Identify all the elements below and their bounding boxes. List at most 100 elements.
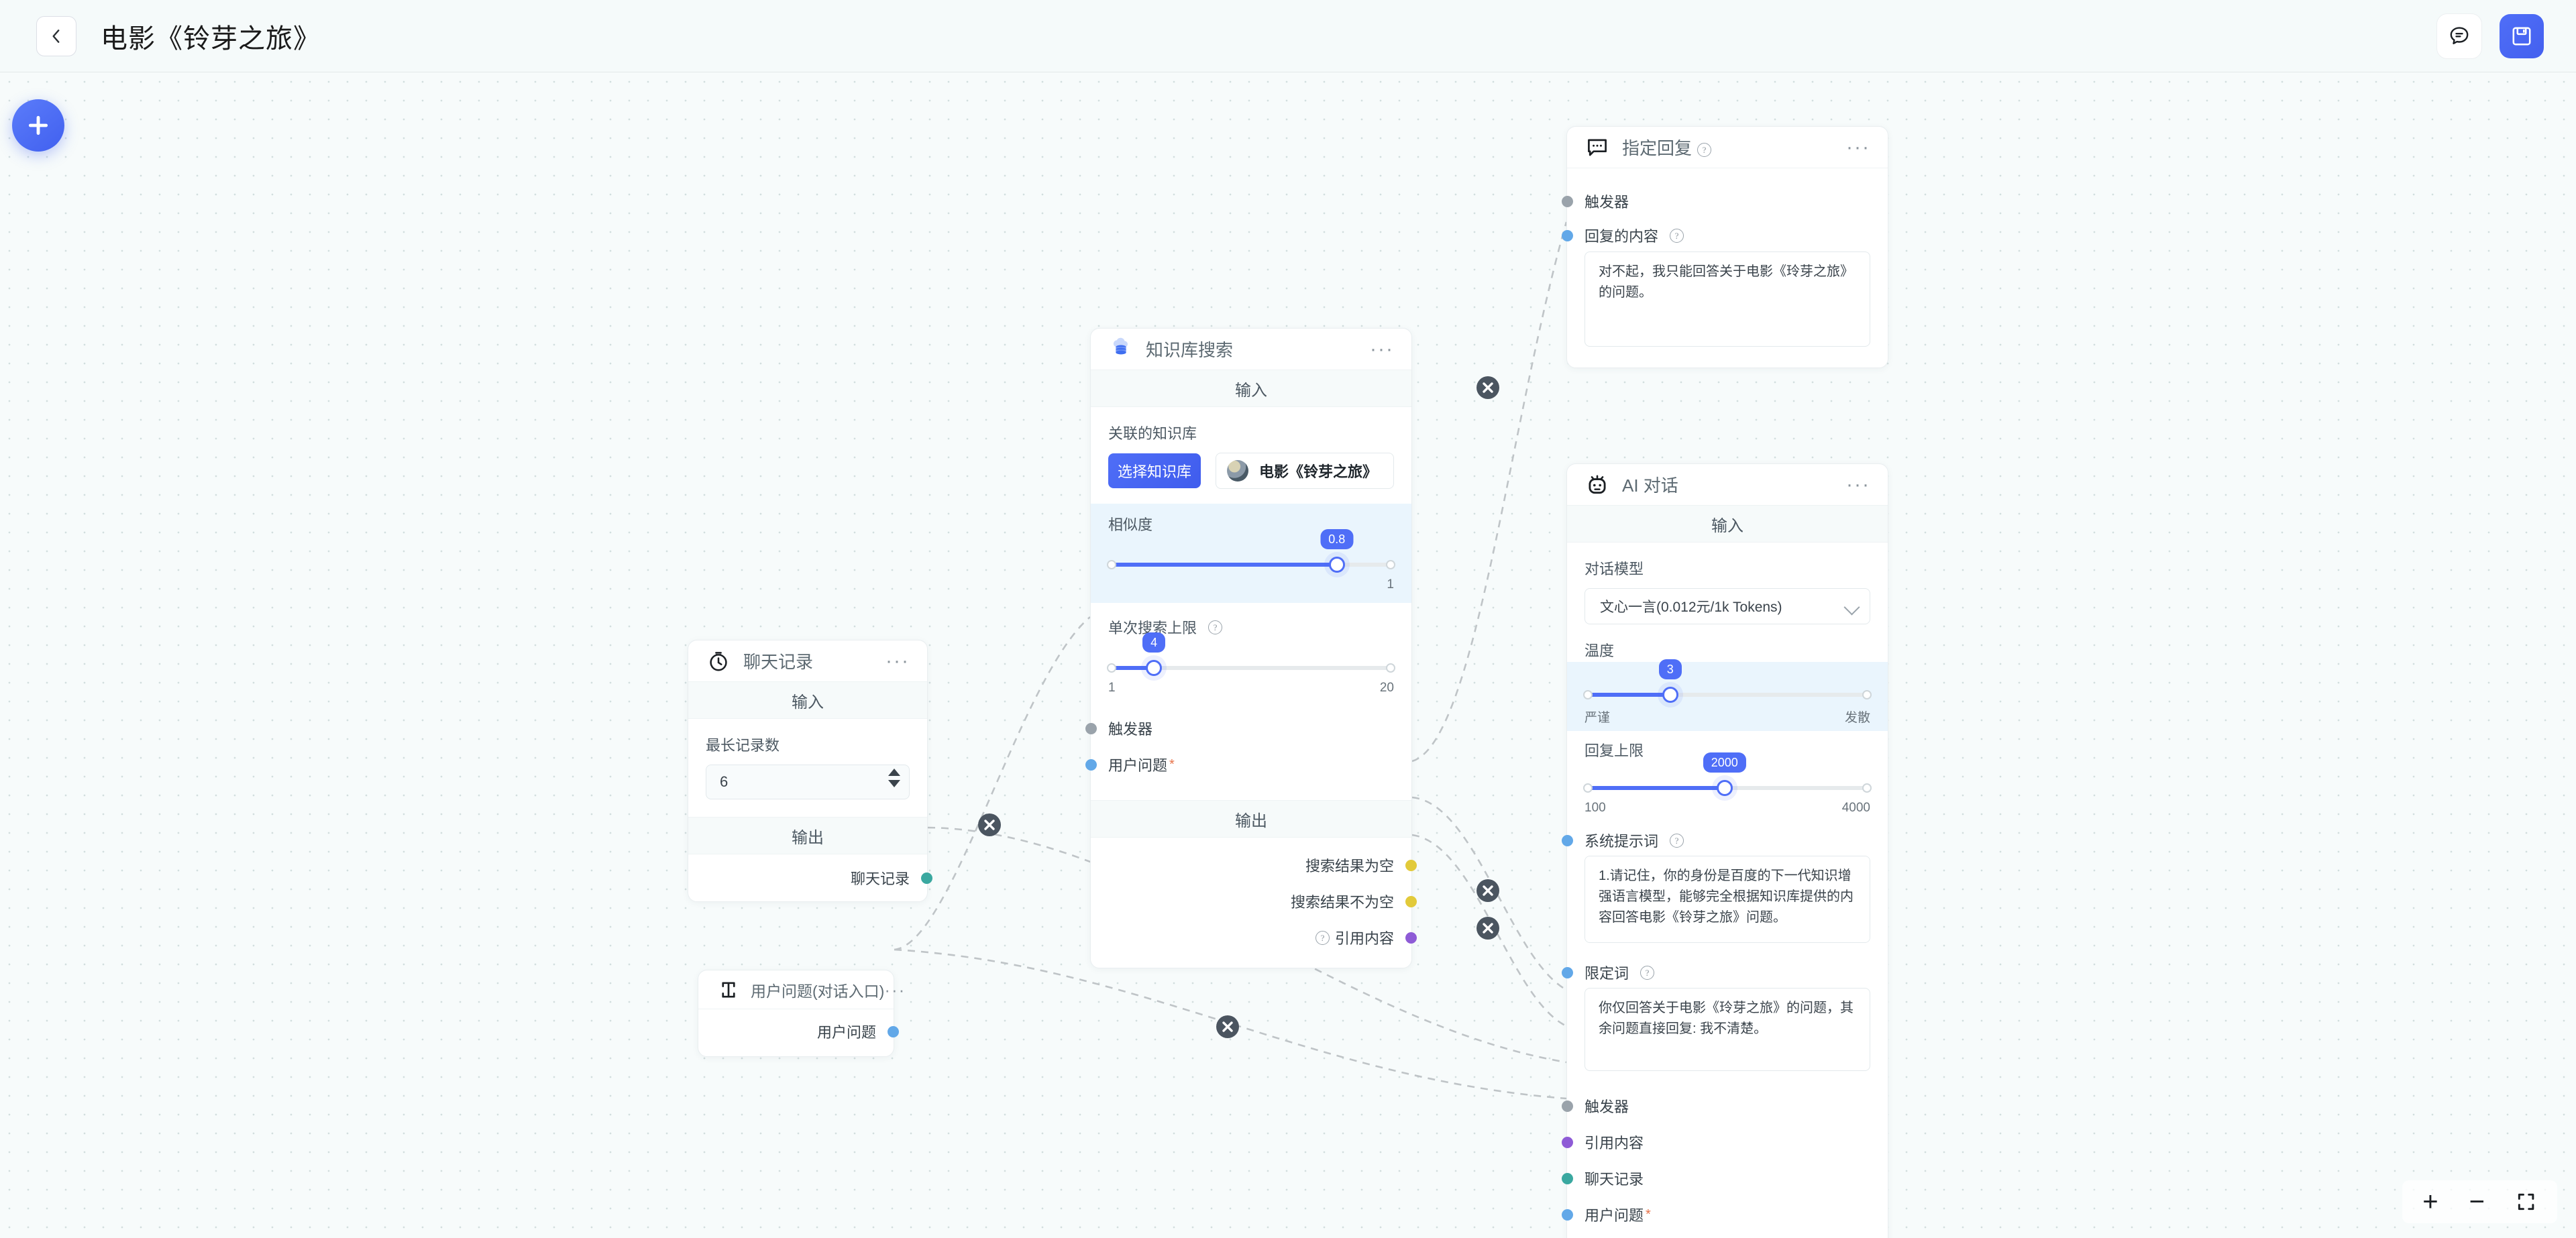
save-button[interactable]	[2500, 13, 2544, 58]
port-dot[interactable]	[1085, 758, 1097, 771]
chevron-down-icon[interactable]	[1843, 599, 1860, 616]
zoom-controls[interactable]: + −	[2402, 1180, 2557, 1223]
port-label: 用户问题	[816, 1024, 876, 1041]
limit-knob[interactable]	[1146, 660, 1163, 676]
output-section-label: 输出	[1091, 800, 1411, 838]
workflow-canvas[interactable]: 聊天记录 ··· 输入 最长记录数 输出 聊天记录	[0, 72, 2576, 1238]
node-outputs: 聊天记录	[688, 854, 932, 901]
fit-screen-button[interactable]	[2516, 1191, 2537, 1213]
node-menu-button[interactable]: ···	[885, 649, 910, 672]
edge-delete-button[interactable]	[978, 813, 1001, 836]
page-title: 电影《铃芽之旅》	[101, 23, 321, 54]
number-stepper[interactable]	[888, 769, 900, 787]
port-quote-out[interactable]: ? 引用内容	[1108, 919, 1417, 956]
reply-limit-knob[interactable]	[1716, 780, 1733, 796]
stepper-up-icon[interactable]	[888, 769, 900, 776]
system-prompt-textarea[interactable]: 1.请记住，你的身份是百度的下一代知识增强语言模型，能够完全根据知识库提供的内容…	[1585, 856, 1870, 943]
zoom-out-button[interactable]: −	[2469, 1187, 2485, 1217]
node-kb-search[interactable]: 知识库搜索 ··· 输入 关联的知识库 选择知识库 电影《铃芽之旅》 相似度	[1085, 328, 1417, 968]
port-result-empty-out[interactable]: 搜索结果为空	[1108, 847, 1417, 883]
help-icon[interactable]: ?	[1315, 930, 1330, 945]
back-button[interactable]	[36, 15, 76, 56]
similarity-max: 1	[1387, 577, 1394, 592]
node-user-question-entry[interactable]: 用户问题(对话入口) ··· 用户问题	[698, 970, 904, 1057]
node-menu-button[interactable]: ···	[1846, 473, 1870, 496]
node-title: 用户问题(对话入口)	[751, 982, 885, 1000]
max-records-input[interactable]	[706, 765, 910, 799]
node-menu-button[interactable]: ···	[1846, 135, 1870, 158]
port-chat-history-out[interactable]: 聊天记录	[706, 860, 932, 896]
zoom-in-button[interactable]: +	[2422, 1187, 2438, 1217]
port-dot[interactable]	[1405, 895, 1417, 907]
chevron-left-icon	[52, 29, 60, 43]
stepper-down-icon[interactable]	[888, 780, 900, 787]
port-trigger-in[interactable]: 触发器	[1562, 183, 1870, 219]
input-section-label: 输入	[688, 682, 927, 719]
kb-chip[interactable]: 电影《铃芽之旅》	[1215, 453, 1394, 489]
node-title: 知识库搜索	[1146, 340, 1234, 360]
port-dot[interactable]	[1405, 859, 1417, 871]
port-dot[interactable]	[1562, 834, 1573, 846]
edge-delete-button[interactable]	[1477, 376, 1499, 399]
text-cursor-icon	[716, 977, 741, 1003]
port-user-question-out[interactable]: 用户问题	[716, 1013, 899, 1050]
port-system-prompt-in[interactable]: 系统提示词 ?	[1562, 825, 1870, 856]
help-icon[interactable]: ?	[1640, 965, 1655, 980]
select-kb-button[interactable]: 选择知识库	[1108, 453, 1201, 488]
clock-timer-icon	[706, 649, 731, 674]
edge-delete-button[interactable]	[1216, 1015, 1239, 1038]
reply-limit-value: 2000	[1703, 752, 1746, 773]
port-dot[interactable]	[888, 1025, 899, 1037]
node-chat-history[interactable]: 聊天记录 ··· 输入 最长记录数 输出 聊天记录	[688, 640, 932, 902]
help-icon[interactable]: ?	[1697, 143, 1712, 157]
node-menu-button[interactable]: ···	[1370, 337, 1394, 360]
port-dot[interactable]	[1562, 1100, 1573, 1112]
port-user-question-in[interactable]: 用户问题*	[1085, 746, 1394, 783]
input-section-label: 输入	[1567, 506, 1888, 543]
reply-content-textarea[interactable]: 对不起，我只能回答关于电影《玲芽之旅》的问题。	[1585, 251, 1870, 347]
port-dot[interactable]	[1562, 195, 1573, 207]
help-icon[interactable]: ?	[1208, 620, 1223, 634]
input-section-label: 输入	[1091, 370, 1411, 407]
help-icon[interactable]: ?	[1670, 228, 1684, 243]
port-dot[interactable]	[1562, 966, 1573, 978]
port-label: 搜索结果不为空	[1290, 894, 1394, 911]
port-trigger-in[interactable]: 触发器	[1562, 1088, 1870, 1124]
reply-limit-slider[interactable]: 2000	[1583, 752, 1872, 796]
limit-slider[interactable]: 4	[1107, 632, 1395, 676]
port-dot[interactable]	[1085, 722, 1097, 734]
port-result-not-empty-out[interactable]: 搜索结果不为空	[1108, 883, 1417, 919]
port-dot[interactable]	[1562, 229, 1573, 241]
port-quote-in[interactable]: 引用内容	[1562, 1124, 1870, 1160]
temperature-slider[interactable]: 3	[1583, 659, 1872, 703]
edge-delete-button[interactable]	[1477, 917, 1499, 940]
port-user-question-in[interactable]: 用户问题*	[1562, 1196, 1870, 1233]
port-label: 系统提示词	[1585, 833, 1659, 850]
model-select[interactable]: 文心一言(0.012元/1k Tokens)	[1585, 588, 1870, 624]
max-records-field[interactable]	[706, 765, 910, 799]
node-fixed-reply[interactable]: 指定回复? ··· 触发器 回复的内容 ? 对不起，我只能回答关于电影《玲芽之旅…	[1562, 126, 1888, 368]
port-chat-history-in[interactable]: 聊天记录	[1562, 1160, 1870, 1196]
port-trigger-in[interactable]: 触发器	[1085, 710, 1394, 746]
node-title-text: 指定回复	[1622, 138, 1693, 158]
temperature-range: 严谨 发散	[1585, 708, 1870, 726]
node-ai-chat[interactable]: AI 对话 ··· 输入 对话模型 文心一言(0.012元/1k Tokens)…	[1562, 463, 1888, 1238]
port-reply-content-in[interactable]: 回复的内容 ?	[1562, 219, 1870, 251]
edge-delete-button[interactable]	[1477, 879, 1499, 902]
similarity-knob[interactable]	[1328, 557, 1345, 573]
node-menu-button[interactable]: ···	[884, 979, 906, 1000]
temperature-max: 发散	[1844, 711, 1870, 725]
qualifier-textarea[interactable]: 你仅回答关于电影《玲芽之旅》的问题，其余问题直接回复: 我不清楚。	[1585, 988, 1870, 1071]
similarity-slider[interactable]: 0.8	[1107, 529, 1395, 573]
chat-button[interactable]	[2436, 13, 2482, 59]
add-node-button[interactable]	[12, 99, 64, 152]
port-dot[interactable]	[1562, 1172, 1573, 1184]
temperature-knob[interactable]	[1662, 687, 1678, 703]
port-qualifier-in[interactable]: 限定词 ?	[1562, 957, 1870, 988]
port-dot[interactable]	[1562, 1208, 1573, 1221]
port-dot[interactable]	[1562, 1136, 1573, 1148]
help-icon[interactable]: ?	[1670, 833, 1684, 848]
port-dot[interactable]	[921, 872, 932, 884]
plus-icon	[28, 115, 48, 135]
port-dot[interactable]	[1405, 932, 1417, 944]
